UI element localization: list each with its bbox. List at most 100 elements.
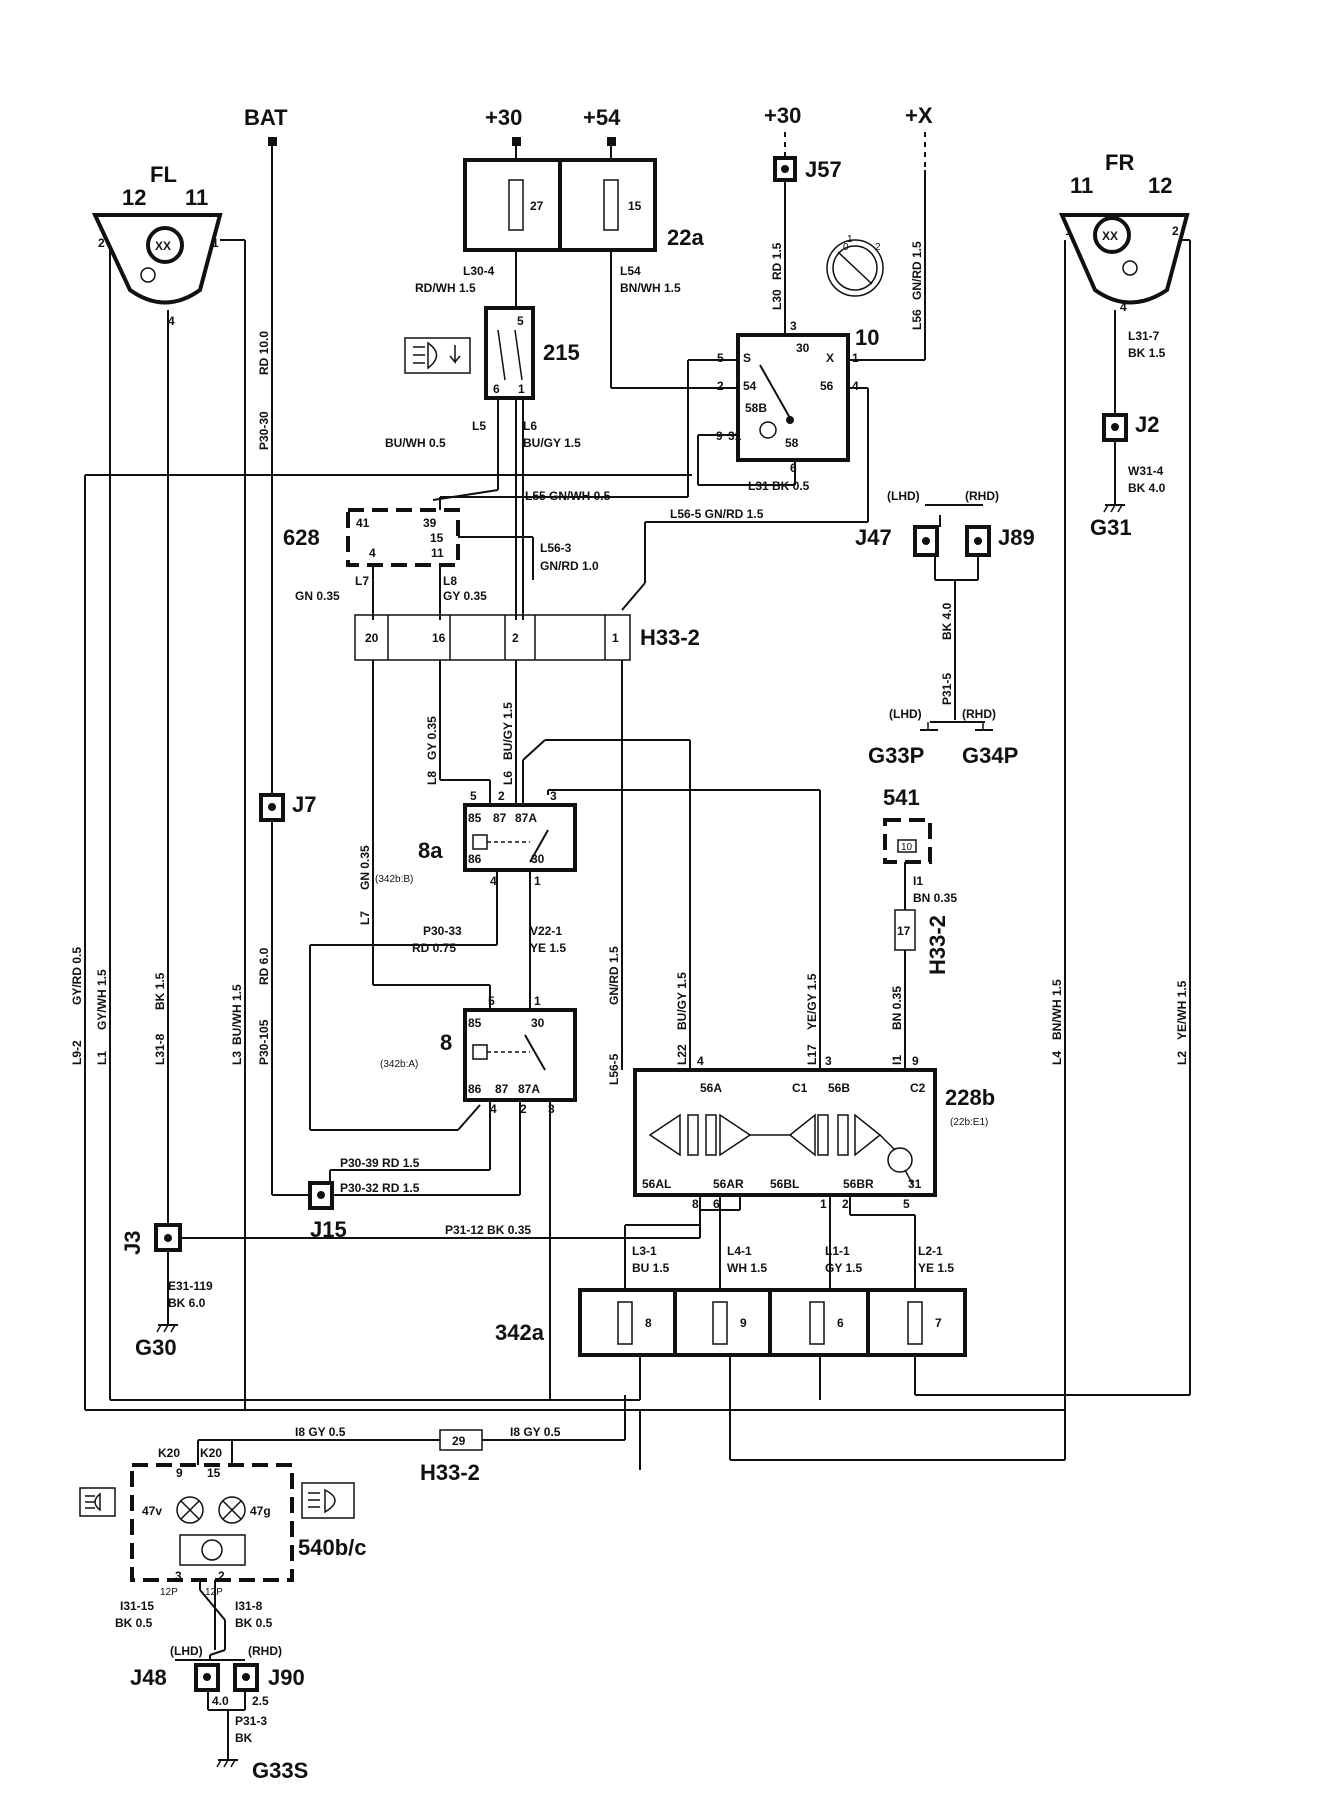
fr-xx: XX [1102,229,1118,243]
wl-l6: L6 [523,419,537,433]
wl-bu15: BU 1.5 [632,1261,670,1275]
r8a-pin4: 4 [490,874,497,888]
ground-icon [920,722,993,731]
p10-30: 30 [796,341,810,355]
p10-3: 3 [790,319,797,333]
wl-i31-8: I31-8 [235,1599,263,1613]
r8a-pin5: 5 [470,789,477,803]
wl-l22: L22 [675,1044,689,1065]
r8-pin5: 5 [488,994,495,1008]
p10-x: X [826,351,834,365]
wl-l31: L31 BK 0.5 [748,479,810,493]
p228-9: 9 [912,1054,919,1068]
j2-label: J2 [1135,412,1159,437]
lhd-label-2: (LHD) [889,707,922,721]
fuse-box-22a: 27 15 22a [463,158,704,252]
wl-l56-5-top: L56-5 GN/RD 1.5 [670,507,764,521]
p10-31: 31 [728,429,742,443]
p628-41: 41 [356,516,370,530]
wiring [84,132,1191,1760]
wl-p30-39: P30-39 RD 1.5 [340,1156,420,1170]
p228-2: 2 [842,1197,849,1211]
wl-l8: L8 [443,574,457,588]
p540-15: 15 [207,1466,221,1480]
lhd-label-3: (LHD) [170,1644,203,1658]
sw-pos0: 0 [843,242,849,253]
r8-pin4: 4 [490,1102,497,1116]
p540-47v: 47v [142,1504,162,1518]
p228-56bl: 56BL [770,1177,799,1191]
wl-p30-33: P30-33 [423,924,462,938]
h-pin20: 20 [365,631,379,645]
p10-1: 1 [852,351,859,365]
wl-i31-15: I31-15 [120,1599,154,1613]
r8-pin2: 2 [520,1102,527,1116]
p228-56ar: 56AR [713,1177,744,1191]
wl-gn035: GN 0.35 [295,589,340,603]
relay-8a: 85 87 87A 86 30 5 2 3 4 1 8a (342b:B) [375,789,577,888]
wl-p31-3: P31-3 [235,1714,267,1728]
wl-l3: L3 [230,1051,244,1065]
wl-buwh15: BU/WH 1.5 [230,984,244,1045]
wl-gy035: GY 0.35 [443,589,487,603]
fl-pin11: 11 [185,185,208,210]
p10-2: 2 [717,379,724,393]
wl-l1: L1 [95,1051,109,1065]
wl-rd10: RD 10.0 [257,331,271,375]
p540-9: 9 [176,1466,183,1480]
f8-label: 8 [645,1316,652,1330]
wl-l30-4: L30-4 [463,264,495,278]
p10-s: S [743,351,751,365]
c540-label: 540b/c [298,1535,367,1560]
p228-56b: 56B [828,1081,850,1095]
connector-h33-2-pin29: 29 H33-2 [420,1429,483,1485]
wl-v40: 4.0 [212,1694,229,1708]
module-541: 541 10 17 H33-2 [883,785,950,975]
wire-labels: L30-4 RD/WH 1.5 L54 BN/WH 1.5 L31-7 BK 1… [115,264,1166,1745]
wl-v22-1: V22-1 [530,924,562,938]
wl-l5: L5 [472,419,486,433]
fl-pin4: 4 [168,314,175,328]
plusx-label: +X [905,103,933,128]
fr-pin12: 12 [1148,173,1172,198]
connector-h33-2: 20 16 2 1 H33-2 [354,614,700,661]
p540-47g: 47g [250,1504,271,1518]
g34p-label: G34P [962,743,1018,768]
wl-gnrd15-v2: GN/RD 1.5 [607,946,621,1005]
fog-light-icon [79,1487,116,1517]
c8a-label: 8a [418,838,443,863]
wl-l56: L56 [910,309,924,330]
p215-1: 1 [518,382,525,396]
r8a-85: 85 [468,811,482,825]
p628-4: 4 [369,546,376,560]
wl-bugy15: BU/GY 1.5 [523,436,581,450]
j90-label: J90 [268,1665,305,1690]
p628-39: 39 [423,516,437,530]
wl-l4-1: L4-1 [727,1244,752,1258]
grounds: G31 G33P G34P G30 G33S [135,504,1132,1783]
p228-1: 1 [820,1197,827,1211]
wl-bk15-r: BK 1.5 [1128,346,1166,360]
wl-gnrd10: GN/RD 1.0 [540,559,599,573]
c228b-ref: (22b:E1) [950,1117,988,1128]
j57-label: J57 [805,157,842,182]
c342a-label: 342a [495,1320,545,1345]
wl-p31-12: P31-12 BK 0.35 [445,1223,531,1237]
p628-11: 11 [431,546,444,560]
wl-bk40-r: BK 4.0 [1128,481,1166,495]
wl-l56-5-v: L56-5 [607,1053,621,1085]
wire-labels-vertical: P30-30 RD 10.0 L30 RD 1.5 L56 GN/RD 1.5 … [70,241,1189,1085]
wl-l54: L54 [620,264,641,278]
p228-56al: 56AL [642,1177,671,1191]
h33-2-label: H33-2 [640,625,700,650]
rhd-label-1: (RHD) [965,489,999,503]
wl-bk05a: BK 0.5 [115,1616,153,1630]
h-pin16: 16 [432,631,446,645]
c22a-label: 22a [667,225,704,250]
wl-gywh15: GY/WH 1.5 [95,969,109,1030]
wl-l30: L30 [770,289,784,310]
p10-4: 4 [852,379,859,393]
wl-e31-119: E31-119 [168,1279,213,1293]
wl-i1-v: I1 [890,1055,904,1065]
j7-label: J7 [292,792,316,817]
